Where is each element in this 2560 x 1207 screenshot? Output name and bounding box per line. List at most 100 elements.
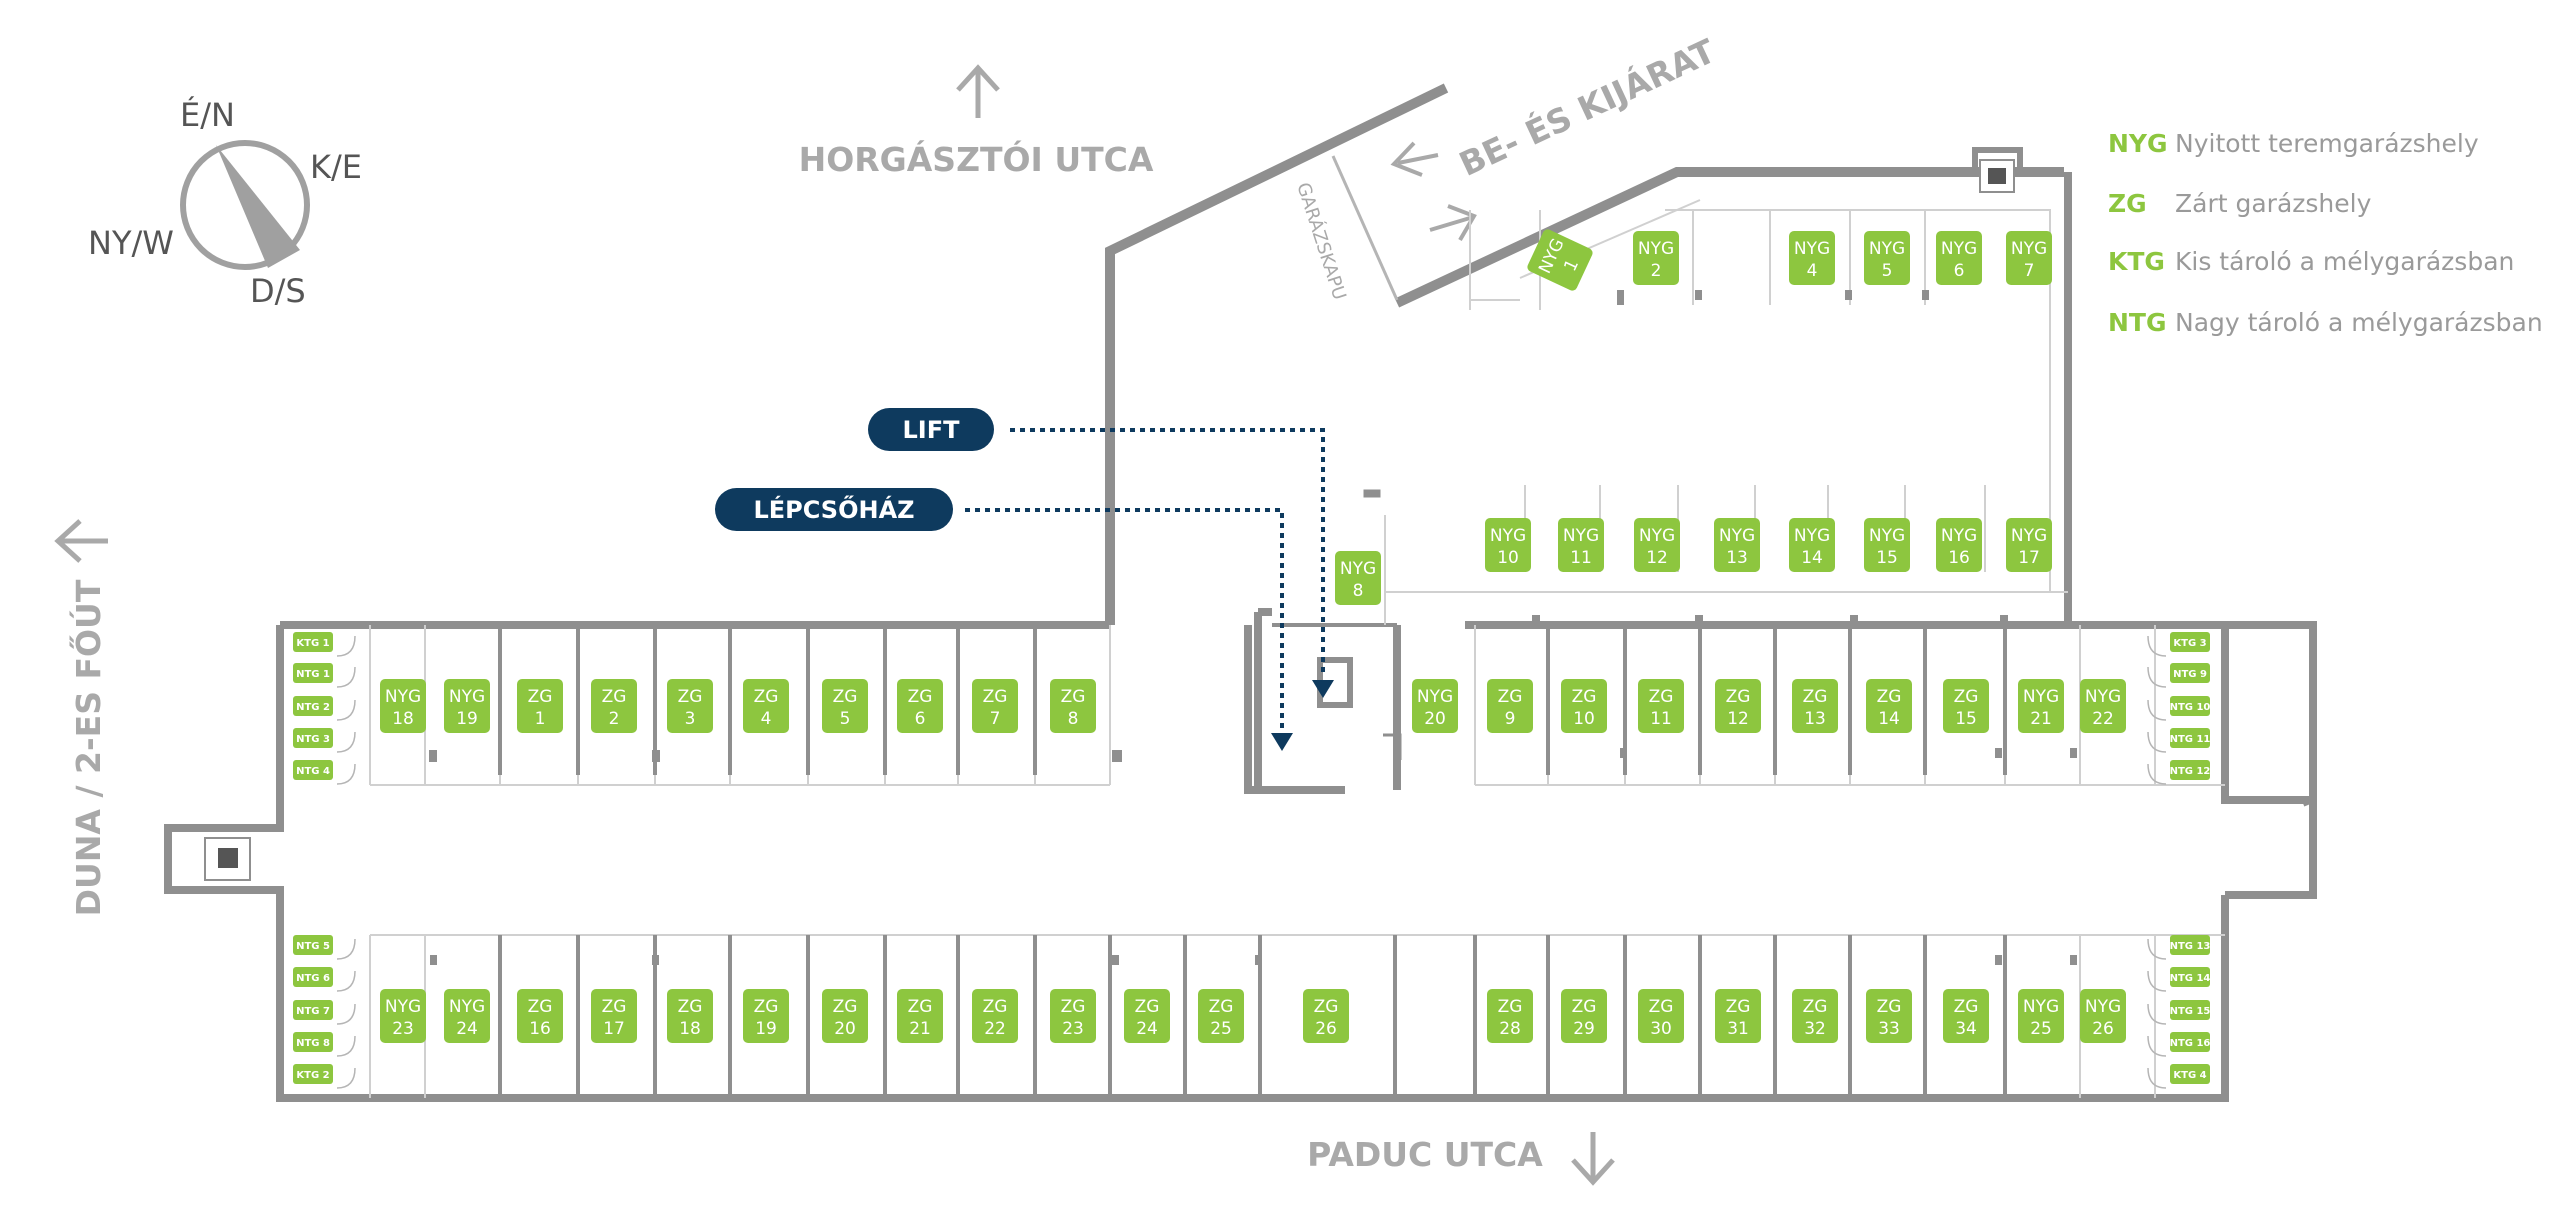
storage-ntg-15[interactable]: NTG 15 [2147,1000,2210,1025]
storage-ktg-4[interactable]: KTG 4 [2147,1064,2210,1089]
storage-ntg-14[interactable]: NTG 14 [2147,967,2210,992]
spot-zg-3[interactable]: ZG3 [667,679,713,733]
spot-zg-4[interactable]: ZG4 [743,679,789,733]
spot-zg-1[interactable]: ZG1 [517,679,563,733]
storage-ktg-2[interactable]: KTG 2 [293,1064,356,1089]
storage-ntg-12[interactable]: NTG 12 [2147,760,2210,785]
storage-ntg-2[interactable]: NTG 2 [293,696,356,721]
spot-zg-7[interactable]: ZG7 [972,679,1018,733]
storage-ntg-9[interactable]: NTG 9 [2147,663,2210,688]
spot-tile [667,679,713,733]
storage-ntg-6[interactable]: NTG 6 [293,967,356,992]
spot-type: NYG [1941,526,1977,546]
spot-zg-6[interactable]: ZG6 [897,679,943,733]
spot-tile [972,679,1018,733]
storage-ktg-3[interactable]: KTG 3 [2147,632,2210,657]
storage-ntg-7[interactable]: NTG 7 [293,1000,356,1025]
spot-type: ZG [1877,997,1902,1017]
storage-ntg-16[interactable]: NTG 16 [2147,1032,2210,1057]
spot-number: 34 [1955,1019,1977,1039]
spot-type: NYG [449,687,485,707]
spot-type: ZG [1314,997,1339,1017]
storage-label: NTG 2 [296,702,330,713]
spot-zg-8[interactable]: ZG8 [1050,679,1096,733]
spot-tile [822,989,868,1043]
storage-ntg-3[interactable]: NTG 3 [293,728,356,753]
spot-type: NYG [1638,239,1674,259]
storage-ntg-1[interactable]: NTG 1 [293,663,356,688]
storage-ntg-13[interactable]: NTG 13 [2147,935,2210,960]
spot-zg-2[interactable]: ZG2 [591,679,637,733]
storage-ntg-8[interactable]: NTG 8 [293,1032,356,1057]
storage-tile [2170,1032,2210,1052]
storage-ntg-10[interactable]: NTG 10 [2147,696,2211,721]
storage-ntg-5[interactable]: NTG 5 [293,935,356,960]
street-north-label: HORGÁSZTÓI UTCA [799,139,1154,179]
spot-tile [1634,518,1680,572]
storage-label: NTG 10 [2170,702,2211,713]
storage-ktg-1[interactable]: KTG 1 [293,632,356,657]
spot-zg-9[interactable]: ZG9 [1487,679,1533,733]
spot-type: NYG [2085,997,2121,1017]
gate-label: GARÁZSKAPU [1292,180,1351,303]
spot-tile [1943,679,1989,733]
storage-ntg-11[interactable]: NTG 11 [2147,728,2210,753]
spot-number: 5 [840,709,851,729]
spot-zg-5[interactable]: ZG5 [822,679,868,733]
spot-tile [380,989,426,1043]
spot-number: 10 [1497,548,1519,568]
spot-number: 23 [1062,1019,1084,1039]
spot-tile [897,679,943,733]
storage-ntg-4[interactable]: NTG 4 [293,760,356,785]
spot-tile [1792,679,1838,733]
